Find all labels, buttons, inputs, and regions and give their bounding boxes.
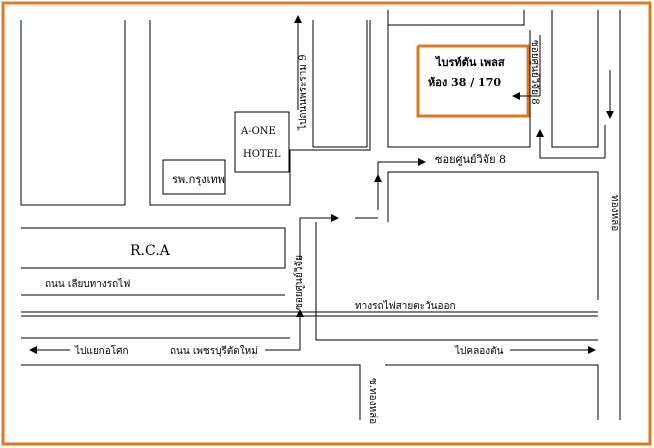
- road-petchaburi-label: ถนน เพชรบุรีตัดใหม่: [170, 345, 258, 357]
- hospital-label: รพ.กรุงเทพ: [172, 173, 225, 186]
- road-to-rama9-label: ไปถนนพระราม 9: [297, 54, 309, 131]
- hotel-label-line2: HOTEL: [243, 149, 281, 160]
- route-arrows: [29, 15, 614, 354]
- condo-room-label: ห้อง 38 / 170: [428, 76, 501, 89]
- road-soi-thonglor-label: ซ.ทองหล่อ: [367, 378, 378, 424]
- road-rail-label: ถนน เลียบทางรถไฟ: [45, 278, 130, 290]
- road-soonvijai-label: ซอยศูนย์วิจัย: [293, 255, 305, 310]
- condo-building-highlight: [416, 44, 530, 118]
- hotel-building: [234, 111, 290, 173]
- hospital-building: [162, 159, 226, 195]
- road-soi8-vertical-label: ซอยศูนย์วิจัย 8: [529, 40, 541, 105]
- railway-label: ทางรถไฟสายตะวันออก: [355, 300, 456, 312]
- road-to-klongtan-label: ไปคลองตัน: [454, 345, 504, 357]
- condo-name-label: ไบรท์ตัน เพลส: [434, 55, 505, 69]
- hotel-label-line1: A-ONE: [240, 126, 276, 137]
- road-soi8-horizontal-label: ซอยศูนย์วิจัย 8: [435, 153, 506, 166]
- road-thonglor-label: ทองหล่อ: [609, 195, 620, 231]
- road-network: [20, 10, 621, 420]
- road-to-ekkamai-label: ไปแยกอโศก: [74, 344, 129, 357]
- rca-label: R.C.A: [130, 243, 171, 259]
